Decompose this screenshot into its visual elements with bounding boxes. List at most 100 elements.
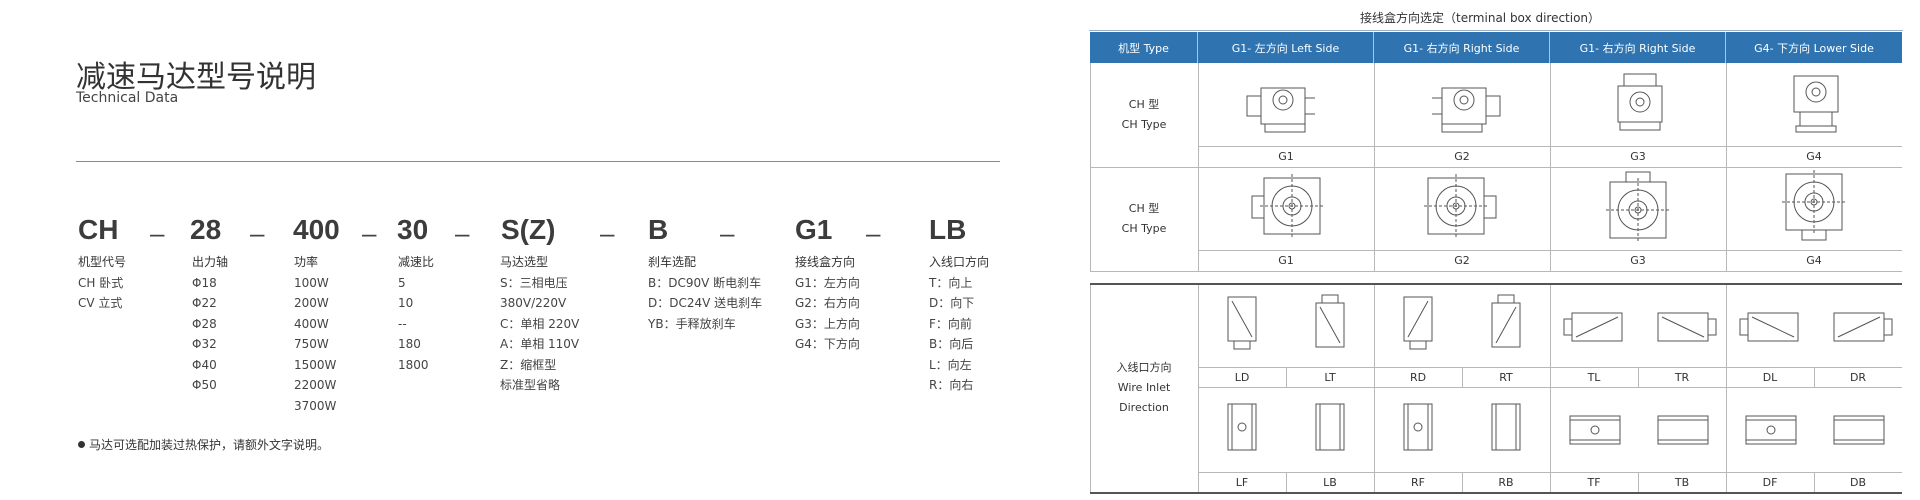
segment-label: 马达选型 — [500, 255, 549, 269]
grid-line — [1638, 367, 1639, 387]
segment-value: YB：手释放刹车 — [648, 316, 736, 331]
inlet-label: TL — [1587, 371, 1601, 384]
code-separator: – — [250, 218, 265, 248]
segment-value: R：向右 — [929, 378, 974, 392]
code-separator: – — [362, 218, 377, 248]
grid-line — [1374, 285, 1375, 492]
code-ratio: 30 — [397, 214, 429, 245]
cell-label: G2 — [1454, 150, 1470, 163]
segment-value: 200W — [294, 296, 329, 310]
row-type-cn: CH 型 — [1128, 98, 1160, 111]
segment-power: 功率 100W 200W 400W 750W 1500W 2200W 3700W — [294, 252, 336, 416]
segment-value: 标准型省略 — [500, 378, 561, 392]
header-cell-g1-right-2: G1- 右方向 Right Side — [1550, 32, 1726, 63]
inlet-label: RB — [1498, 476, 1514, 489]
segment-value: 1500W — [294, 357, 337, 372]
grid-line — [1198, 387, 1902, 388]
code-motor-type: S(Z) — [501, 214, 556, 245]
inlet-label: DL — [1762, 371, 1778, 384]
inlet-label: DF — [1762, 476, 1778, 489]
grid-line — [1462, 472, 1463, 492]
code-separator: – — [150, 218, 165, 248]
motor-side-view-g3 — [1617, 73, 1663, 131]
segment-value: 2200W — [294, 378, 337, 392]
header-cell-g1-left: G1- 左方向 Left Side — [1198, 32, 1374, 63]
segment-output-shaft: 出力轴 Φ18 Φ22 Φ28 Φ32 Φ40 Φ50 — [192, 252, 228, 396]
grid-line — [1814, 472, 1815, 492]
table-top-rule — [1089, 30, 1903, 31]
segment-value: 180 — [398, 337, 421, 351]
grid-line — [1550, 285, 1551, 492]
motor-front-view-g1 — [1251, 174, 1324, 238]
segment-label: 减速比 — [398, 255, 435, 269]
grid-line — [1726, 285, 1727, 492]
terminal-box-rd-drawing — [1403, 296, 1433, 350]
segment-value: 3700W — [294, 398, 337, 413]
section-rule — [1090, 283, 1902, 285]
terminal-box-db-drawing — [1833, 415, 1885, 445]
motor-front-view-g2 — [1424, 174, 1497, 238]
header-cell-g1-right: G1- 右方向 Right Side — [1374, 32, 1550, 63]
motor-front-view-g3 — [1606, 171, 1670, 242]
inlet-label: DB — [1849, 476, 1867, 489]
segment-value: Φ32 — [192, 337, 217, 351]
grid-line — [1090, 285, 1091, 492]
grid-line — [1090, 167, 1902, 168]
inlet-label: DR — [1849, 371, 1867, 384]
motor-front-view-g4 — [1782, 170, 1846, 241]
segment-value: F：向前 — [929, 316, 972, 331]
inlet-label: LT — [1324, 371, 1336, 384]
header-cell-g4-lower: G4- 下方向 Lower Side — [1754, 41, 1874, 55]
code-output-shaft: 28 — [190, 214, 222, 245]
segment-value: C：单相 220V — [500, 316, 580, 331]
table-header: 机型 Type G1- 左方向 Left Side G1- 右方向 Right … — [1090, 32, 1902, 63]
terminal-box-dl-drawing — [1739, 312, 1799, 342]
inlet-label: RT — [1499, 371, 1513, 384]
divider — [76, 161, 1000, 162]
grid-line — [1090, 271, 1902, 272]
model-code-row: CH – 28 – 400 – 30 – S(Z) – B – G1 – LB — [0, 214, 1000, 254]
header-cell-type: 机型 Type — [1090, 32, 1198, 63]
motor-side-view-g2 — [1432, 87, 1501, 133]
terminal-box-tb-drawing — [1657, 415, 1709, 445]
segment-value: T：向上 — [929, 275, 973, 290]
terminal-box-lf-drawing — [1227, 403, 1257, 451]
segment-value: S：三相电压 — [500, 275, 568, 290]
footnote: 马达可选配加装过热保护，请额外文字说明。 — [78, 436, 329, 453]
segment-value: L：向左 — [929, 357, 972, 372]
terminal-box-rt-drawing — [1491, 294, 1521, 348]
page-subtitle: Technical Data — [76, 90, 179, 106]
cell-label: G3 — [1630, 150, 1646, 163]
grid-line — [1198, 146, 1902, 147]
segment-ratio: 减速比 5 10 -- 180 1800 — [398, 252, 434, 375]
inlet-label: LD — [1234, 371, 1250, 384]
segment-value: CH 卧式 — [78, 275, 124, 290]
grid-line — [1814, 367, 1815, 387]
terminal-box-lt-drawing — [1315, 294, 1345, 348]
cell-label: G1 — [1278, 150, 1294, 163]
segment-value: G2：右方向 — [795, 296, 860, 310]
segment-label: 机型代号 — [78, 255, 127, 269]
segment-terminal-box: 接线盒方向 G1：左方向 G2：右方向 G3：上方向 G4：下方向 — [795, 252, 860, 355]
segment-value: B：向后 — [929, 337, 974, 351]
terminal-box-dr-drawing — [1833, 312, 1893, 342]
segment-value: Φ28 — [192, 316, 217, 331]
grid-line — [1198, 472, 1902, 473]
segment-label: 刹车选配 — [648, 255, 697, 269]
segment-value: Φ22 — [192, 296, 217, 310]
cell-label: G4 — [1806, 254, 1822, 267]
segment-value: 400W — [294, 316, 329, 331]
motor-side-view-g1 — [1246, 87, 1315, 133]
grid-line — [1286, 367, 1287, 387]
inlet-label: TB — [1674, 476, 1690, 489]
segment-value: G3：上方向 — [795, 316, 860, 331]
cell-label: G2 — [1454, 254, 1470, 267]
code-separator: – — [720, 218, 735, 248]
code-separator: – — [866, 218, 881, 248]
terminal-box-rf-drawing — [1403, 403, 1433, 451]
terminal-box-ld-drawing — [1227, 296, 1257, 350]
code-machine-type: CH — [78, 214, 119, 245]
segment-value: D：DC24V 送电刹车 — [648, 296, 763, 310]
terminal-box-rb-drawing — [1491, 403, 1521, 451]
cell-label: G1 — [1278, 254, 1294, 267]
